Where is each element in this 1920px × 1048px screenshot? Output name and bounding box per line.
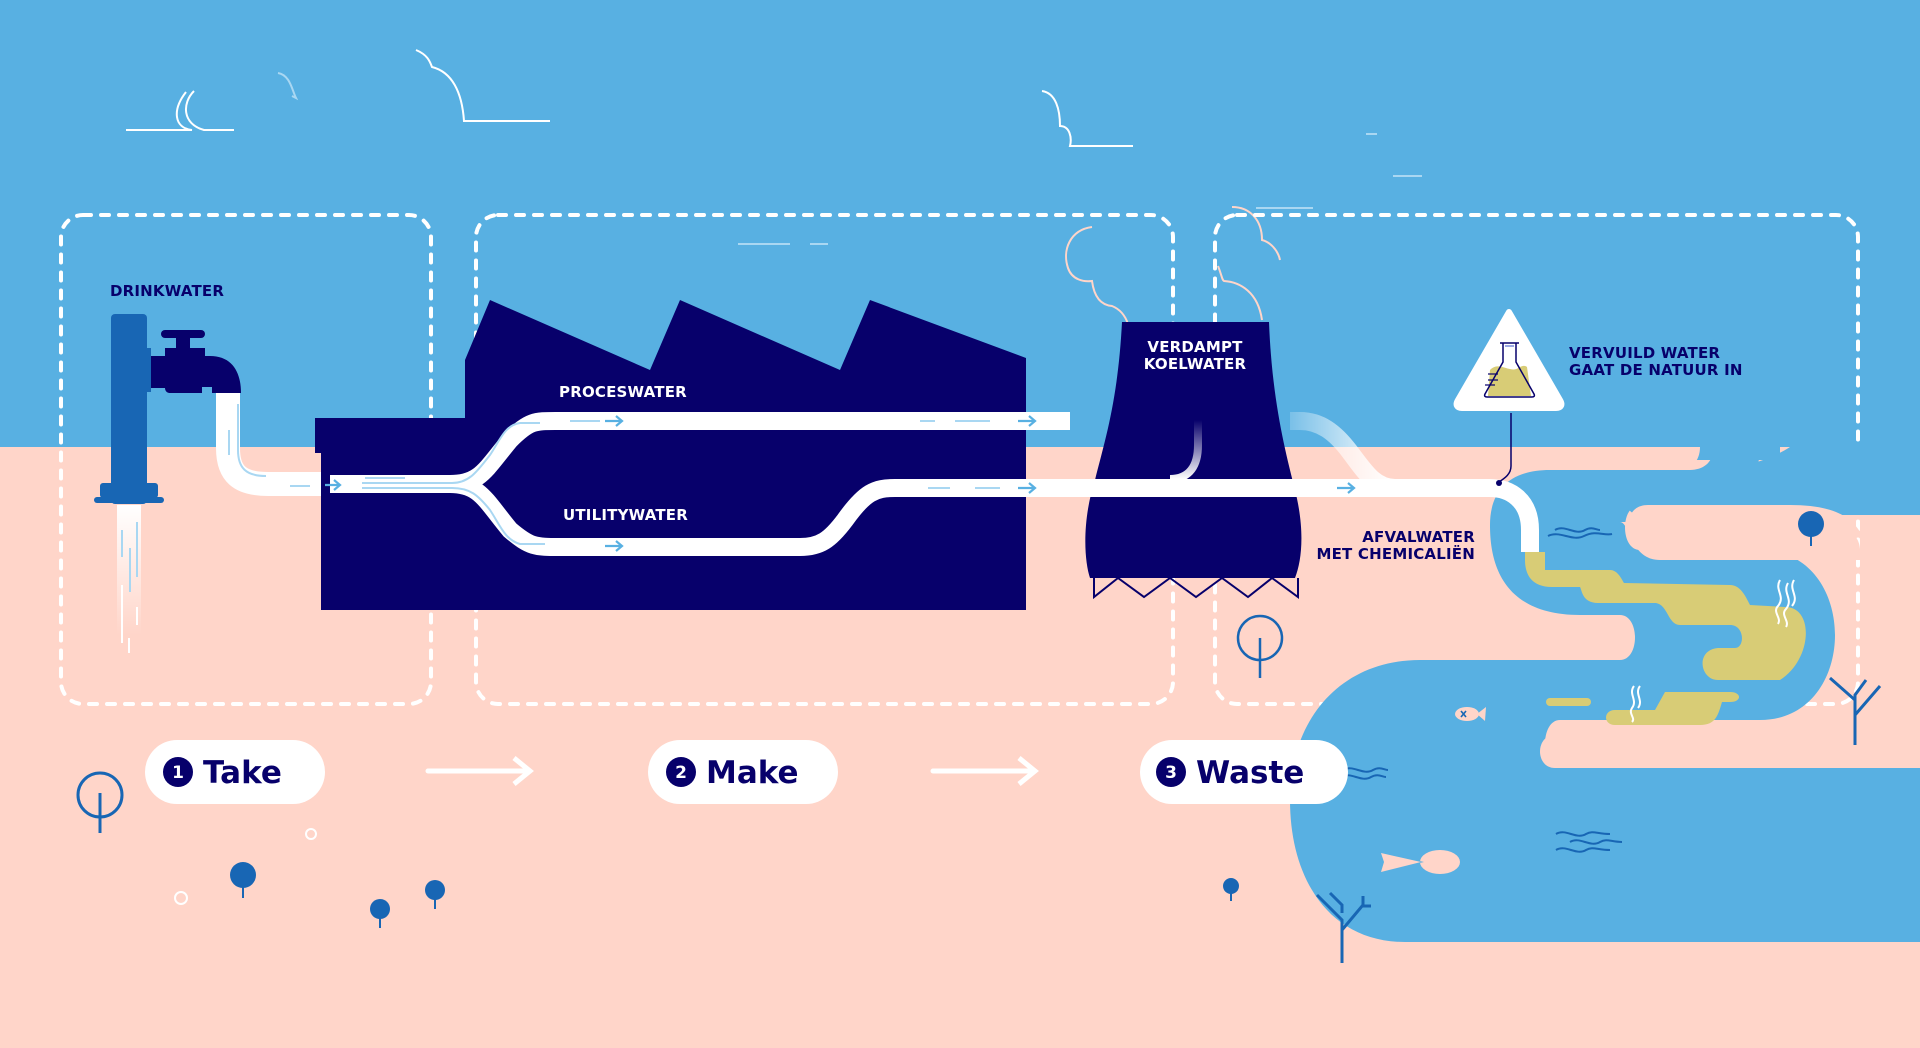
arrow-right-icon: [325, 415, 1356, 552]
dead-fish-icon: [1455, 707, 1486, 721]
fish-icon: [1380, 850, 1460, 874]
arrow-right-icon: [425, 756, 1039, 786]
step-waste-number: 3: [1165, 763, 1177, 783]
land-bay: [1623, 447, 1920, 515]
steam-pipe: [1169, 420, 1202, 483]
pollution-streak: [1546, 698, 1591, 706]
bubble: [305, 828, 317, 840]
cooling-tower-icon: [1085, 322, 1302, 578]
step-waste-label: Waste: [1196, 755, 1304, 791]
flask-icon: [1483, 342, 1536, 398]
flow-lines: [228, 404, 1000, 545]
factory-icon: [315, 300, 1026, 610]
step-waste[interactable]: 3 Waste: [1140, 740, 1348, 804]
step-make-label: Make: [706, 755, 799, 791]
step-make[interactable]: 2 Make: [648, 740, 838, 804]
verdampt-label-line2: KOELWATER: [1144, 355, 1247, 373]
water-tap-icon: [94, 314, 241, 504]
step-take-number: 1: [172, 763, 184, 783]
cooling-tower-base: [1093, 576, 1299, 600]
steam-icon: [1231, 206, 1281, 261]
bubble: [174, 891, 188, 905]
verdampt-label-line1: VERDAMPT: [1147, 338, 1243, 356]
cloud-icon: [415, 49, 550, 122]
step-take-label: Take: [203, 755, 282, 791]
utilitywater-label: UTILITYWATER: [563, 506, 688, 524]
pipe-to-river: [1290, 412, 1396, 497]
warning-triangle-icon: [1453, 309, 1565, 411]
water-stream-lines: [121, 585, 138, 653]
step-make-number: 2: [675, 763, 687, 783]
land-bay: [1540, 735, 1920, 768]
tree-icon: [230, 511, 1824, 928]
tree-icon: [76, 614, 1284, 833]
land-bay: [1629, 505, 1860, 532]
steam-icon: [1065, 226, 1129, 325]
steam-icon: [1217, 265, 1263, 321]
wave-icon: [1340, 527, 1623, 853]
vervuild-label-line1: VERVUILD WATER: [1569, 344, 1720, 362]
pollution-plume: [1606, 692, 1739, 725]
afvalwater-label-line1: AFVALWATER: [1362, 528, 1475, 546]
cloud-icon: [185, 90, 234, 131]
vervuild-label-line2: GAAT DE NATUUR IN: [1569, 361, 1743, 379]
river: [1290, 420, 1920, 942]
step-take[interactable]: 1 Take: [145, 740, 325, 804]
land-bay: [1528, 447, 1700, 470]
afvalwater-label-line2: MET CHEMICALIËN: [1316, 544, 1475, 563]
cloud-icon: [277, 72, 299, 101]
water-stream-lines: [121, 522, 138, 592]
warning-pointer-dot: [1496, 480, 1502, 486]
drinkwater-label: DRINKWATER: [110, 282, 224, 300]
proceswater-label: PROCESWATER: [559, 383, 687, 401]
steam-icon: [1629, 579, 1796, 723]
cloud-icon: [126, 91, 193, 131]
bare-tree-icon: [1315, 676, 1882, 963]
pollution-plume: [1525, 552, 1806, 680]
cloud-icon: [1041, 90, 1133, 147]
